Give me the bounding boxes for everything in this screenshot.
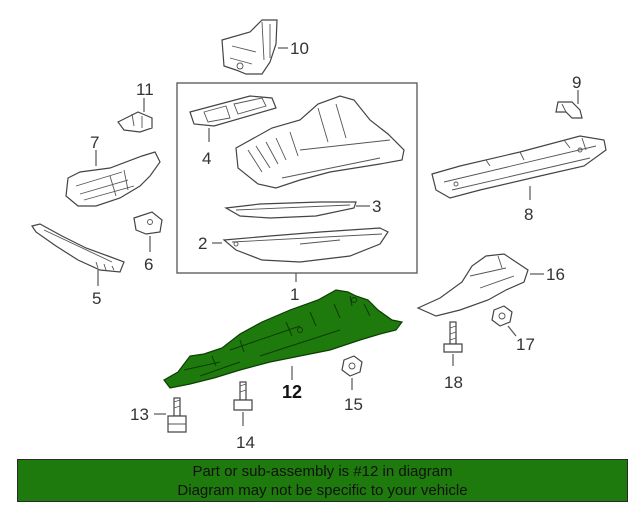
callout-16[interactable]: 16	[546, 265, 565, 284]
callout-10[interactable]: 10	[290, 39, 309, 58]
callout-15[interactable]: 15	[344, 395, 363, 414]
callout-13[interactable]: 13	[130, 405, 149, 424]
callout-11[interactable]: 11	[136, 80, 154, 99]
leader-17	[507, 325, 517, 337]
part-10-bracket[interactable]	[221, 19, 278, 75]
callout-4[interactable]: 4	[202, 149, 211, 168]
part-8-rail[interactable]	[431, 135, 607, 199]
exploded-parts-diagram: 10 11 7 6 5 4 3	[31, 19, 607, 452]
part-9-bracket[interactable]	[555, 101, 583, 119]
callout-2[interactable]: 2	[198, 234, 207, 253]
callout-12[interactable]: 12	[282, 382, 302, 402]
callout-8[interactable]: 8	[524, 205, 533, 224]
part-12-under-cover-highlighted[interactable]	[163, 289, 404, 389]
callout-9[interactable]: 9	[572, 73, 581, 92]
part-7-panel[interactable]	[65, 151, 161, 207]
callout-3[interactable]: 3	[372, 197, 381, 216]
banner-line-1: Part or sub-assembly is #12 in diagram	[192, 463, 453, 480]
part-17-nut[interactable]	[491, 305, 513, 327]
part-3-strip[interactable]	[224, 201, 357, 219]
part-14-bolt[interactable]	[233, 381, 253, 411]
part-13-bolt[interactable]	[167, 397, 187, 433]
part-18-bolt[interactable]	[443, 321, 463, 353]
callout-17[interactable]: 17	[516, 335, 535, 354]
info-banner: Part or sub-assembly is #12 in diagram D…	[17, 459, 628, 502]
callout-5[interactable]: 5	[92, 289, 101, 308]
callout-6[interactable]: 6	[144, 255, 153, 274]
part-4-tray[interactable]	[189, 95, 277, 127]
part-16-panel[interactable]	[416, 253, 529, 317]
part-2-strip[interactable]	[222, 227, 389, 263]
part-5-rail[interactable]	[31, 223, 125, 273]
part-6-bracket[interactable]	[133, 211, 163, 235]
assembly-group-box	[176, 82, 418, 274]
callout-7[interactable]: 7	[90, 133, 99, 152]
callout-1[interactable]: 1	[290, 285, 299, 304]
floor-pan-component[interactable]	[235, 95, 405, 189]
callout-18[interactable]: 18	[444, 373, 463, 392]
part-15-nut[interactable]	[341, 355, 363, 377]
callout-14[interactable]: 14	[236, 433, 255, 452]
banner-line-2: Diagram may not be specific to your vehi…	[177, 482, 468, 499]
part-11-clip[interactable]	[117, 111, 153, 133]
